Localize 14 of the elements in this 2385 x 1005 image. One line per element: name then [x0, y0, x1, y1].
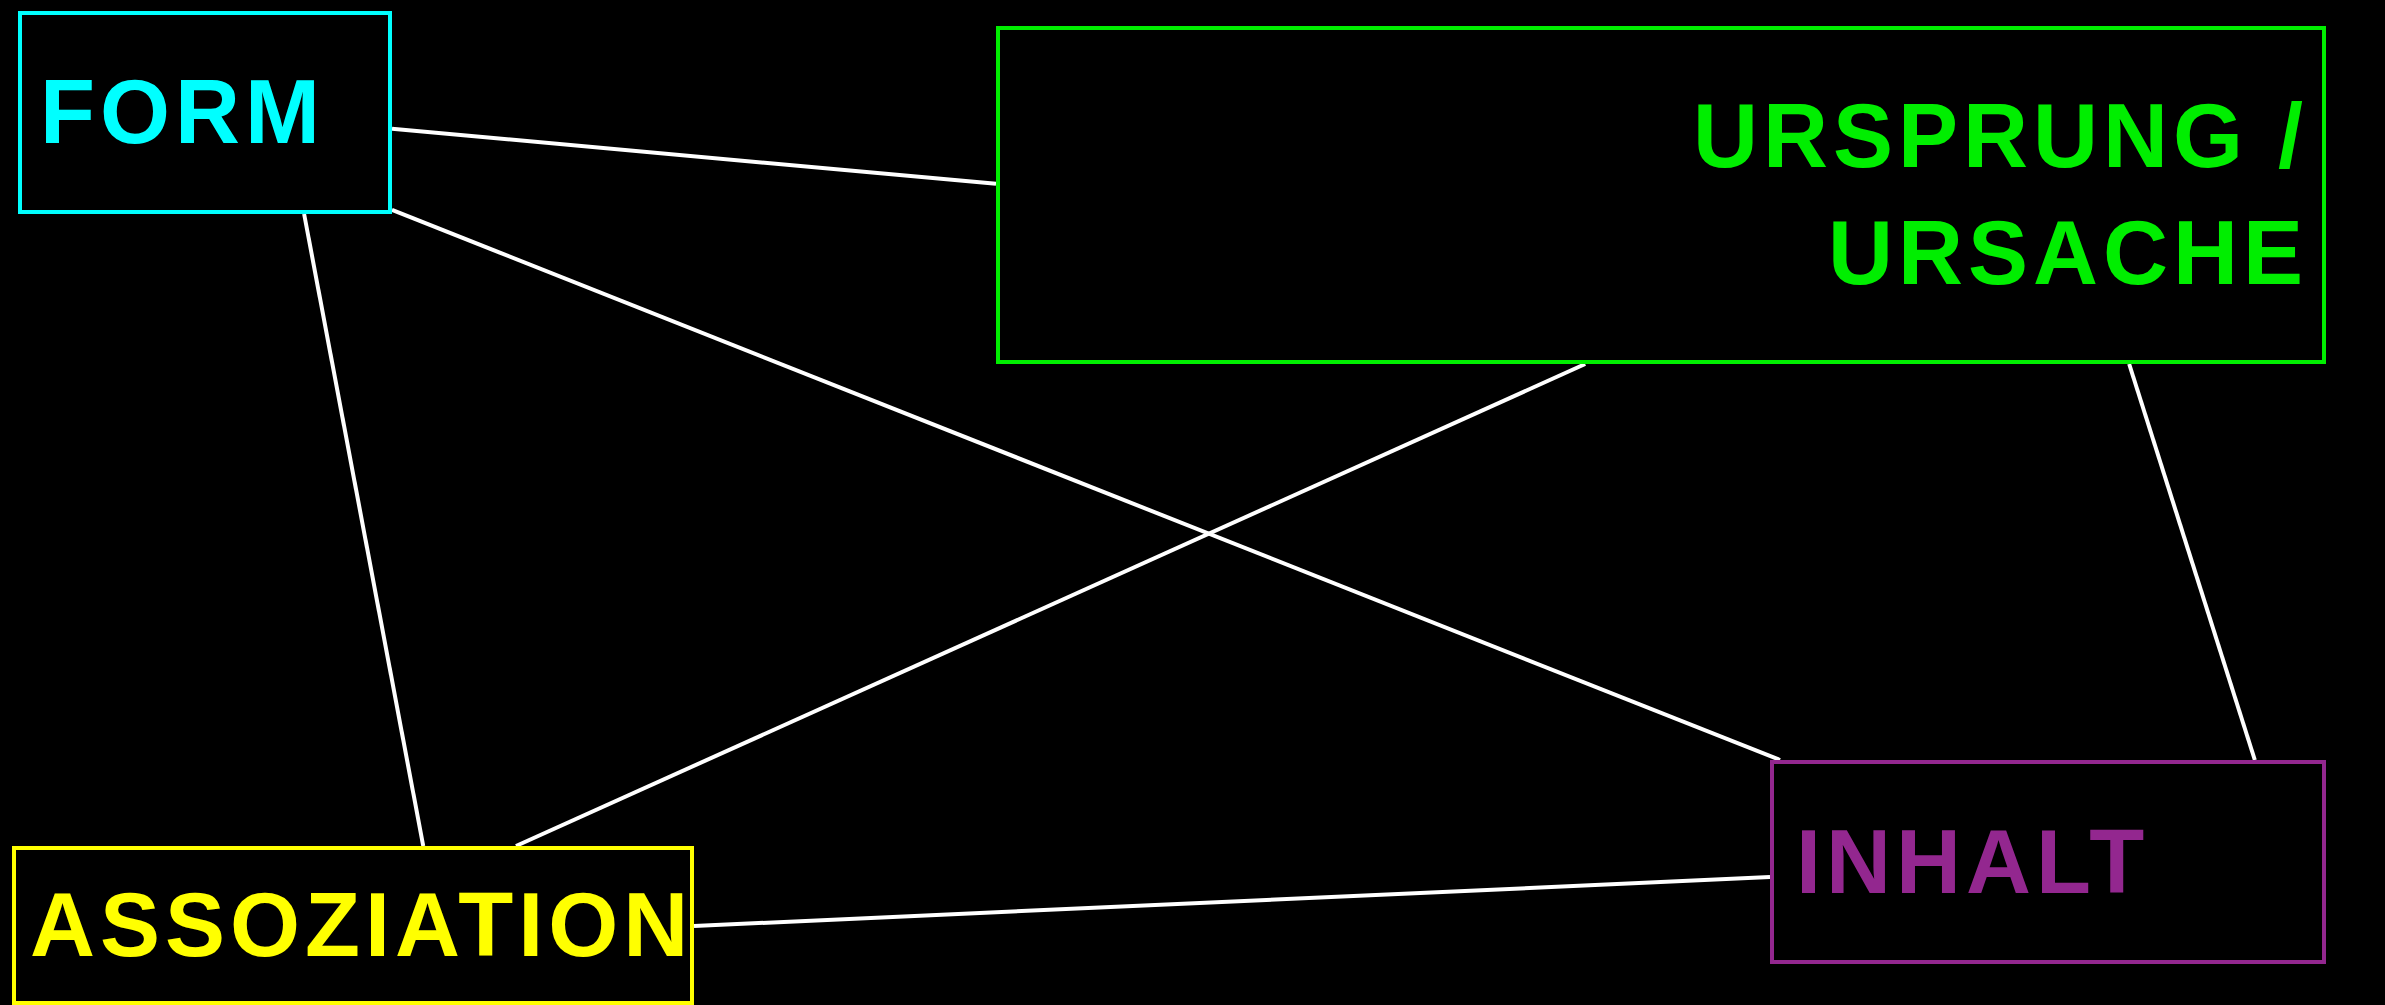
- connector-line: [693, 875, 1771, 928]
- concept-label: FORM: [40, 61, 325, 164]
- connector-line: [391, 126, 997, 186]
- connector-line: [302, 213, 426, 847]
- concept-box: [18, 11, 392, 214]
- connector-line: [2127, 363, 2257, 761]
- concept-box: [12, 846, 694, 1005]
- concept-label: URSPRUNG / URSACHE: [1691, 85, 2308, 305]
- concept-label: INHALT: [1796, 810, 2150, 914]
- concept-label: ASSOZIATION: [30, 874, 694, 977]
- connector-line: [515, 362, 1586, 848]
- concept-box: [1770, 760, 2326, 964]
- connector-line: [391, 208, 1781, 762]
- concept-box: [996, 26, 2326, 364]
